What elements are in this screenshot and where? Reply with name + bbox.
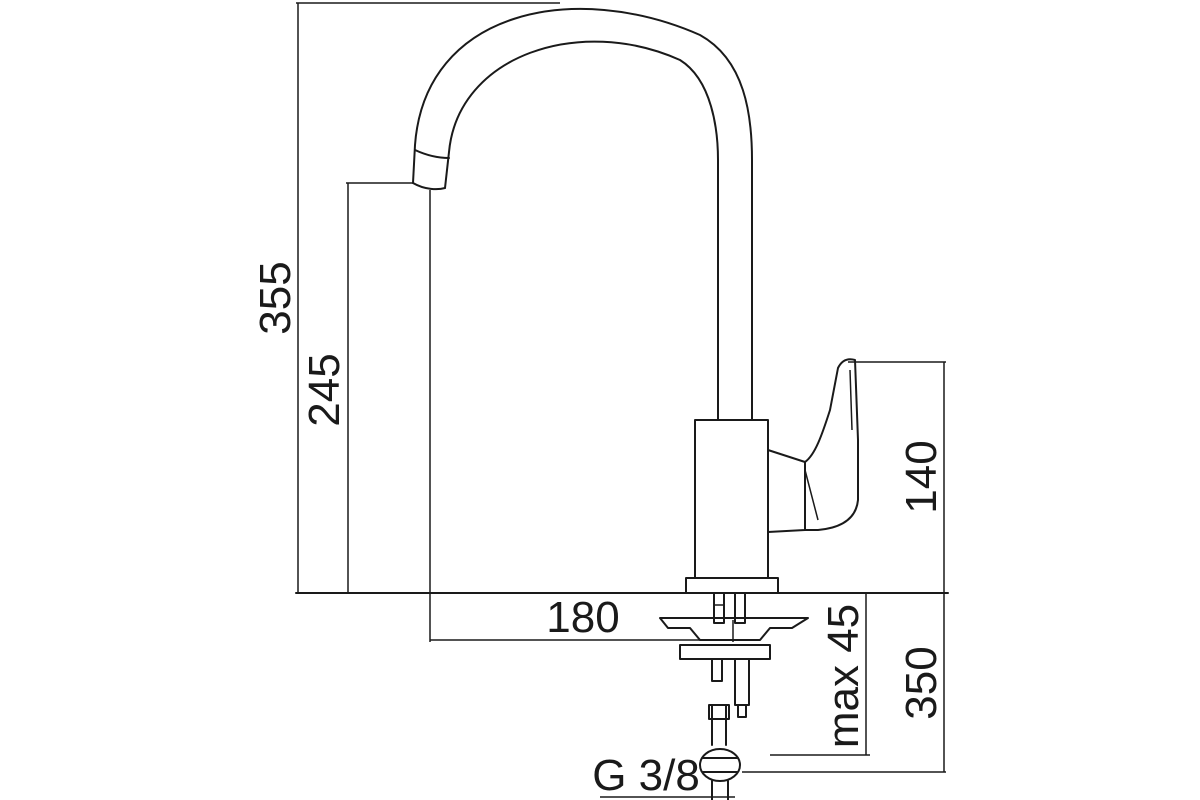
flexible-hose [711,704,727,746]
label-deck-thickness: max 45 [819,604,868,748]
spout-outer-contour [412,8,753,421]
dimension-labels: 355 245 180 140 max 45 350 G 3/8 [251,261,946,800]
label-spout-reach: 180 [546,593,619,642]
faucet-outline [412,8,859,594]
base-flange [685,577,779,594]
label-hose-length: 350 [897,646,946,719]
mounting-nut-plate [679,644,771,660]
hose-stem-cap [737,704,747,718]
spout-aerator [412,182,446,191]
lever-handle [804,358,859,531]
aerator-band [414,149,450,159]
label-handle-height: 140 [897,440,946,513]
connector-nut-body [699,748,741,782]
threaded-rod-right [734,592,746,624]
hose-stem-left [711,658,723,682]
threaded-rod-left [713,592,725,624]
connector-nut-flat [702,757,738,773]
dimension-lines [296,2,946,798]
hose-stem-right [734,658,750,706]
mounting-washer [659,617,809,641]
mounting-hardware [659,592,809,800]
hose-crimp [708,704,730,720]
spout-inner-contour [444,40,719,421]
label-total-height: 355 [251,261,300,334]
lever-handle-detail [804,369,853,521]
handle-hub [767,449,806,533]
label-spout-height: 245 [300,353,349,426]
faucet-body [694,419,769,579]
connector-nut [699,748,741,800]
label-connection-thread: G 3/8 [592,751,700,800]
